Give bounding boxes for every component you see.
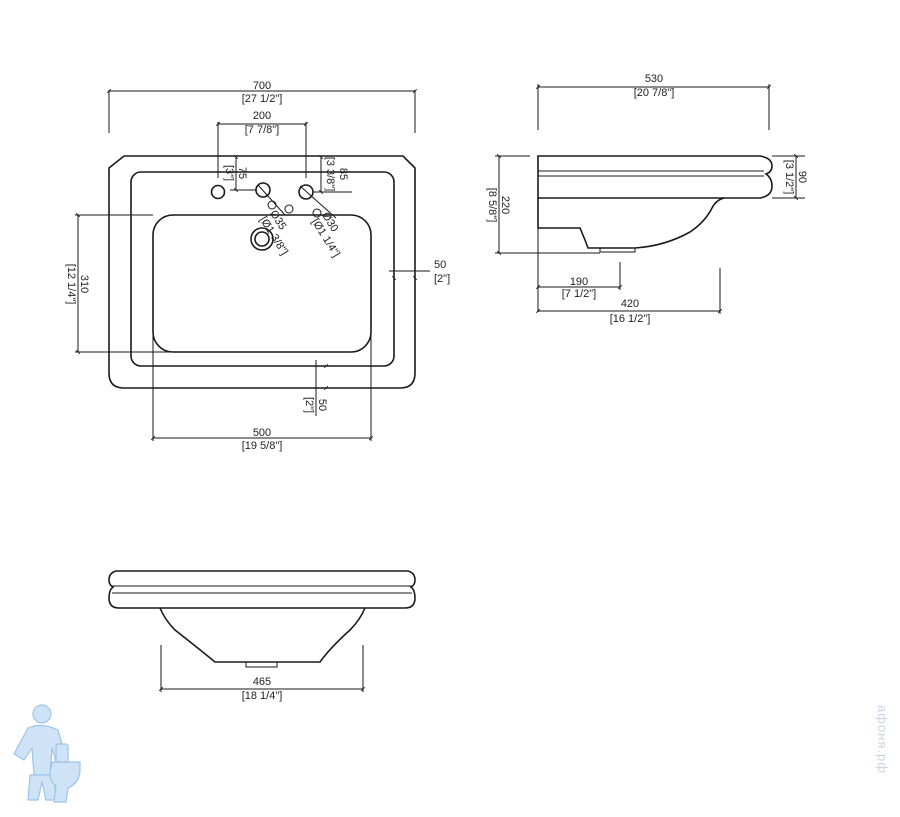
tap-back-in: [3 3/8"] — [324, 157, 336, 191]
drain-offset-in: [7 1/2"] — [562, 288, 596, 300]
tap-spacing-mm: 200 — [253, 110, 271, 122]
drain-offset-mm: 190 — [570, 276, 588, 288]
bowl-width-in: [19 5/8"] — [242, 440, 283, 452]
side-depth-mm: 530 — [645, 73, 663, 85]
side-view: 530 [20 7/8"] 220 [8 5/8"] 90 [3 1/2"] 1… — [486, 73, 808, 325]
top-view-bowl — [152, 214, 372, 353]
drain-hole-inner — [254, 231, 270, 247]
front-view-rim — [108, 570, 416, 609]
front-bowl-in: [18 1/4"] — [242, 690, 283, 702]
bowl-depth-mm: 420 — [621, 298, 639, 310]
side-depth-in: [20 7/8"] — [634, 87, 675, 99]
rim-right-in: [2"] — [434, 273, 450, 285]
rim-right-mm: 50 — [434, 259, 446, 271]
overflow-hole — [210, 184, 226, 200]
bowl-width-mm: 500 — [253, 427, 271, 439]
depth-front-in: [12 1/4"] — [65, 264, 77, 305]
tap-offset-in: [3"] — [223, 165, 235, 181]
front-bowl-mm: 465 — [253, 676, 271, 688]
side-view-bowl — [537, 197, 725, 249]
front-view: 465 [18 1/4"] — [108, 570, 416, 702]
side-height-mm: 220 — [499, 196, 511, 214]
site-watermark: афоня.рф — [875, 705, 890, 774]
rim-height-mm: 90 — [796, 171, 808, 183]
depth-front-mm: 310 — [78, 275, 90, 293]
side-height-in: [8 5/8"] — [486, 188, 498, 222]
side-view-rim — [537, 155, 773, 199]
rim-bottom-in: [2"] — [303, 397, 315, 413]
top-view: 700 [27 1/2"] 200 [7 7/8"] 75 [3"] 85 [3… — [65, 80, 450, 452]
top-width-in: [27 1/2"] — [242, 93, 283, 105]
rim-bottom-mm: 50 — [316, 399, 328, 411]
top-view-rim — [130, 171, 395, 367]
front-view-bowl — [159, 607, 366, 663]
plumber-logo-icon — [13, 704, 81, 803]
top-view-outer-outline — [108, 155, 416, 389]
bowl-depth-in: [16 1/2"] — [610, 313, 651, 325]
tap-offset-mm: 75 — [236, 167, 248, 179]
tap-back-mm: 85 — [337, 168, 349, 180]
rim-height-in: [3 1/2"] — [783, 160, 795, 194]
top-width-mm: 700 — [253, 80, 271, 92]
drain-hole-outer — [250, 227, 274, 251]
tap-spacing-in: [7 7/8"] — [245, 124, 279, 136]
